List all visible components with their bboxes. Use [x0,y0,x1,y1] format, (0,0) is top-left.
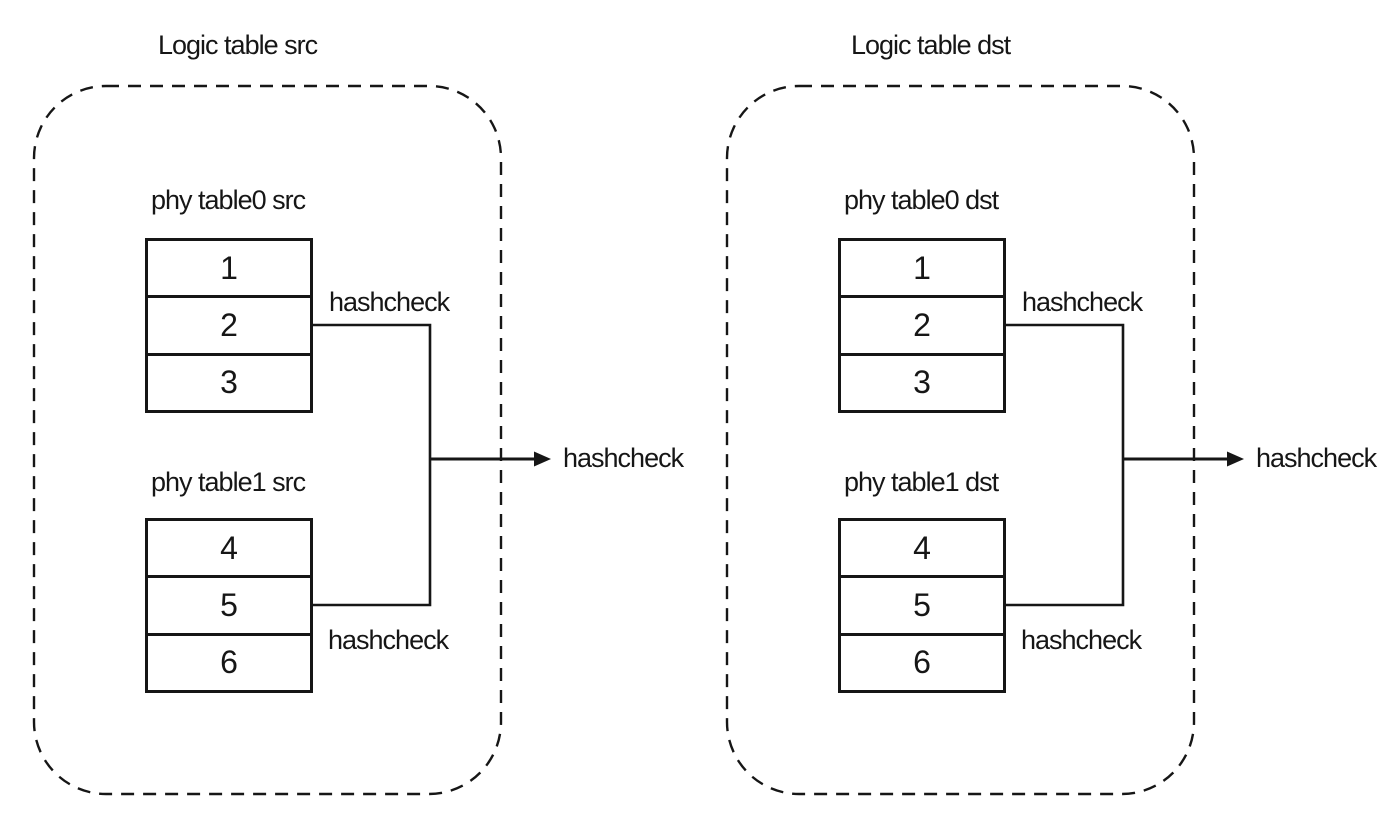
phy-table0-src-label: phy table0 src [151,185,306,215]
src-panel-title: Logic table src [158,30,318,60]
table-cell: 1 [220,249,238,286]
phy-table1-src: 4 5 6 [145,518,313,693]
phy-table0-dst: 1 2 3 [838,238,1006,413]
table-cell: 5 [148,575,310,632]
dst-table1-hashcheck-label: hashcheck [1021,625,1142,655]
table-cell: 2 [841,295,1003,352]
table-cell: 5 [841,575,1003,632]
table-cell: 2 [148,295,310,352]
logic-table-dst-boundary [725,84,1196,796]
src-output-arrowhead-icon [534,451,551,467]
phy-table1-dst-label: phy table1 dst [844,467,999,497]
dst-panel-title: Logic table dst [851,30,1011,60]
phy-table0-src: 1 2 3 [145,238,313,413]
table-cell: 4 [913,529,931,566]
logic-table-src-panel: Logic table src phy table0 src 1 2 3 has… [32,30,684,796]
src-output-hashcheck-label: hashcheck [563,443,684,473]
dst-hashcheck-merge-connector [1006,323,1125,607]
table-cell: 3 [148,352,310,410]
src-table1-hashcheck-label: hashcheck [328,625,449,655]
dst-output-arrowhead-icon [1227,451,1244,467]
dst-panel-lines [725,84,1244,796]
logic-table-dst-panel: Logic table dst phy table0 dst 1 2 3 has… [693,0,1398,840]
table-cell: 4 [220,529,238,566]
dst-output-hashcheck-label: hashcheck [1256,443,1377,473]
phy-table1-src-label: phy table1 src [151,467,306,497]
table-cell: 6 [841,632,1003,690]
phy-table1-dst: 4 5 6 [838,518,1006,693]
src-hashcheck-merge-connector [313,323,432,607]
table-cell: 1 [913,249,931,286]
logic-table-src-boundary [32,84,503,796]
table-cell: 6 [148,632,310,690]
src-table0-hashcheck-label: hashcheck [329,287,450,317]
phy-table0-dst-label: phy table0 dst [844,185,999,215]
table-cell: 3 [841,352,1003,410]
dst-table0-hashcheck-label: hashcheck [1022,287,1143,317]
src-panel-lines [32,84,551,796]
